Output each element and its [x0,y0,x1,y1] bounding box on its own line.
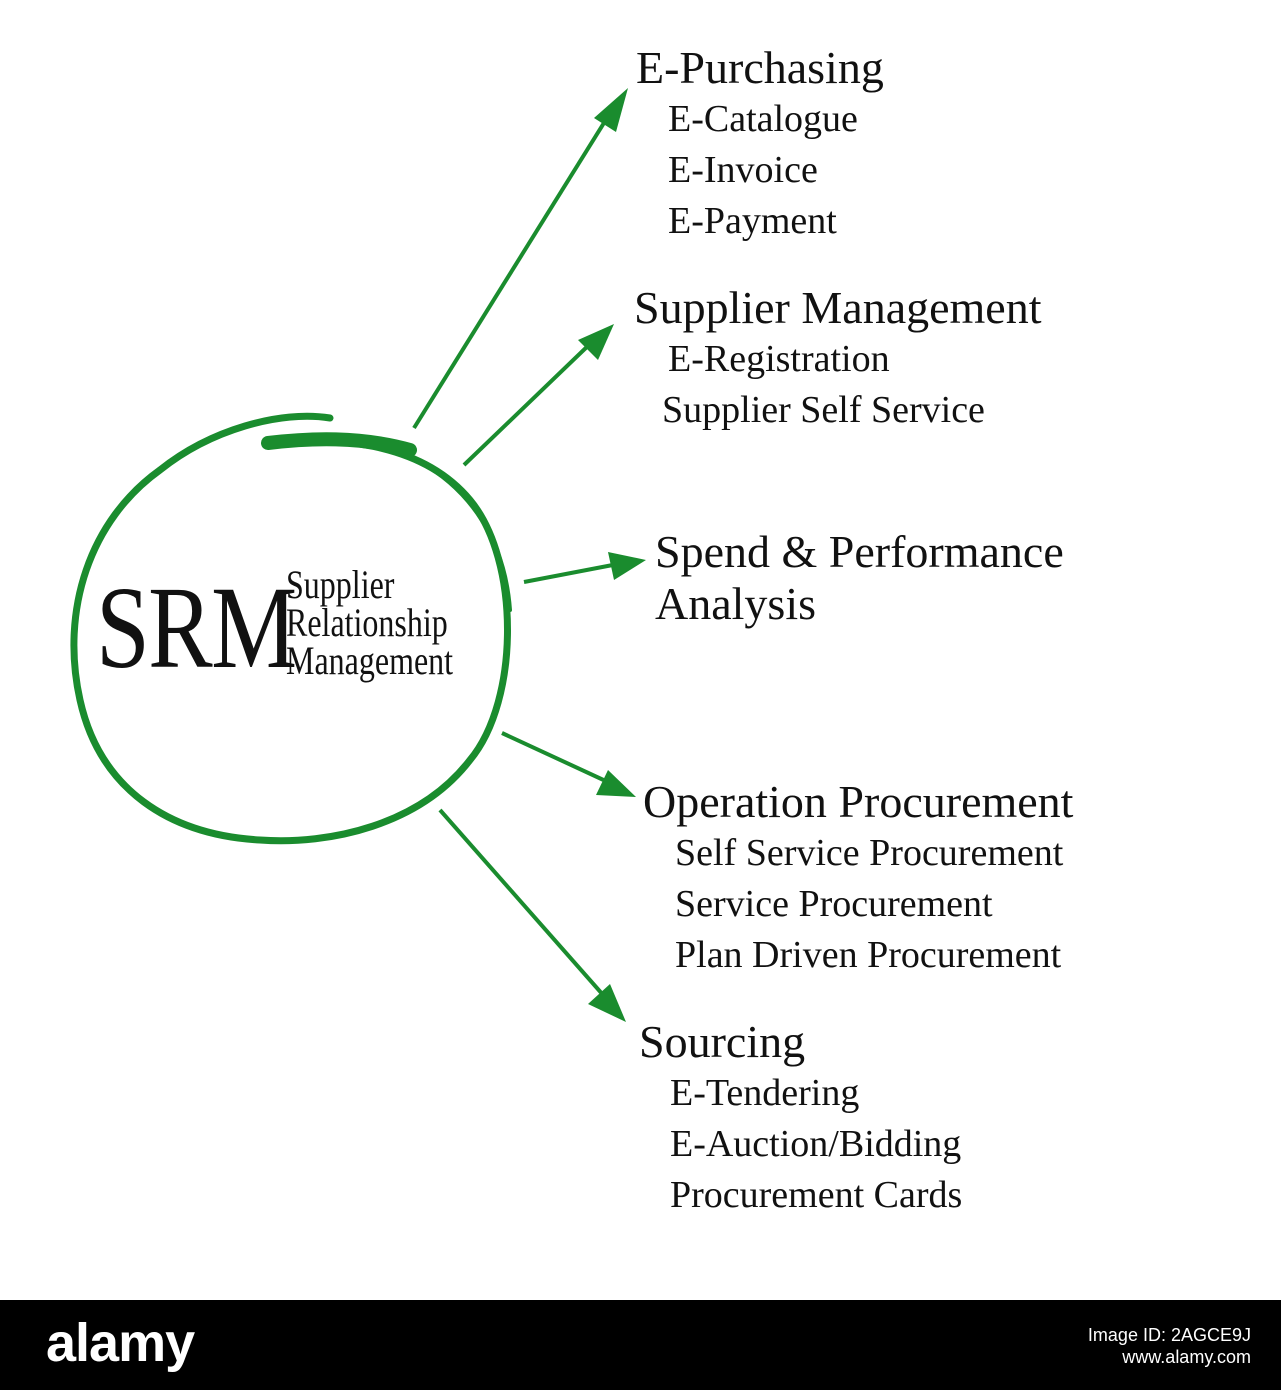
srm-full-line: Supplier [286,562,395,607]
branch-item: Plan Driven Procurement [675,934,1062,976]
branch-item: Service Procurement [675,883,993,925]
branch-title: Sourcing [639,1016,806,1067]
srm-diagram: SRM Supplier Relationship Management E-P… [70,42,1074,1221]
branch-items: E-Catalogue E-Invoice E-Payment [668,94,884,247]
srm-abbreviation: SRM [96,562,297,693]
arrow-sourcing [438,808,626,1022]
branch-sourcing: Sourcing E-Tendering E-Auction/Bidding P… [639,1016,962,1221]
branch-title: Supplier Management [634,282,1042,333]
srm-full-line: Relationship [286,600,448,645]
branch-spend-performance-analysis: Spend & Performance Analysis [655,526,1064,630]
branch-item: E-Invoice [668,149,818,191]
srm-full-name: Supplier Relationship Management [286,562,454,683]
branch-title: Operation Procurement [643,776,1074,827]
arrow-supplier-management [462,324,614,467]
footer-meta: Image ID: 2AGCE9J www.alamy.com [1088,1324,1251,1368]
branch-item: E-Auction/Bidding [670,1123,962,1165]
branch-e-purchasing: E-Purchasing E-Catalogue E-Invoice E-Pay… [636,42,884,247]
branch-item: E-Registration [668,338,890,380]
branch-title-line: Spend & Performance [655,526,1064,577]
srm-circle-overstroke [261,432,417,457]
branch-item: Self Service Procurement [675,832,1064,874]
arrow-operation-procurement [501,731,636,797]
site-url-label: www.alamy.com [1122,1347,1251,1367]
diagram-graphics [70,88,646,1022]
branch-item: E-Catalogue [668,98,858,140]
arrow-spend-performance [523,552,646,584]
image-id-label: Image ID: 2AGCE9J [1087,1325,1251,1345]
branch-title: E-Purchasing [636,42,884,93]
branch-items: Self Service Procurement Service Procure… [675,828,1073,981]
branch-items: E-Tendering E-Auction/Bidding Procuremen… [670,1068,962,1221]
branch-item: E-Tendering [670,1072,860,1114]
branch-supplier-management: Supplier Management E-Registration Suppl… [634,282,1042,436]
srm-circle-inner-stroke [418,460,512,612]
srm-full-line: Management [286,638,454,683]
branch-title-line: Analysis [655,578,816,629]
branch-operation-procurement: Operation Procurement Self Service Procu… [643,776,1073,981]
branch-items: E-Registration Supplier Self Service [662,334,1042,436]
stock-footer: alamy Image ID: 2AGCE9J www.alamy.com [0,1300,1281,1390]
branch-item: E-Payment [668,200,837,242]
branch-item: Supplier Self Service [662,389,985,431]
arrow-e-purchasing [412,88,628,430]
alamy-logo: alamy [46,1313,195,1373]
srm-circle [70,412,511,845]
branch-item: Procurement Cards [670,1174,963,1216]
